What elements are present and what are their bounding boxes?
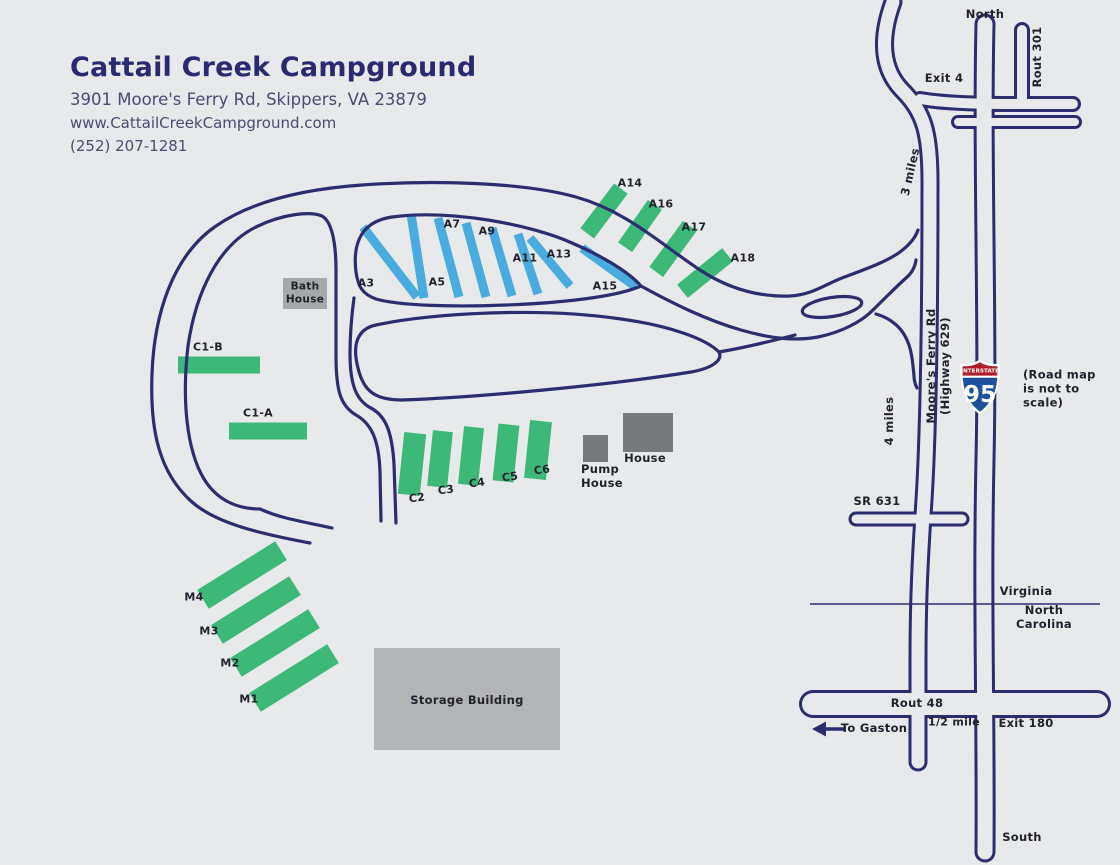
shield-interstate-text: INTERSTATE xyxy=(961,369,999,375)
label-exit-4: Exit 4 xyxy=(924,71,964,86)
label-to-gaston: To Gaston xyxy=(840,721,908,736)
label-m1: M1 xyxy=(239,692,259,706)
campsite-stripe-3 xyxy=(433,216,464,299)
shield-red-band xyxy=(962,362,998,376)
label-c3: C3 xyxy=(436,482,455,498)
campsite-c1-a xyxy=(229,422,307,440)
building-pump-house xyxy=(583,435,608,462)
label-house: House xyxy=(624,451,666,466)
label-pump-house: Pump House xyxy=(581,462,623,490)
interstate-95-shield: INTERSTATE 95 xyxy=(959,358,1001,420)
label-a15: A15 xyxy=(592,279,618,293)
label-sr-631: SR 631 xyxy=(853,494,901,509)
campsite-stripe-1 xyxy=(359,224,421,300)
label-c1-a: C1-A xyxy=(242,406,274,420)
label-m2: M2 xyxy=(220,656,240,670)
road-entrance-lower-edge xyxy=(639,258,918,341)
label-rout-301: Rout 301 xyxy=(1030,26,1045,88)
moores-ferry-rd-fill xyxy=(878,0,937,769)
label-road-map-is-not-to-scale: (Road map is not to scale) xyxy=(1023,367,1096,409)
label-south: South xyxy=(1002,830,1042,845)
label-c4: C4 xyxy=(467,475,486,491)
label-a9: A9 xyxy=(478,224,496,238)
label-1-2-mile: 1/2 mile xyxy=(927,715,981,729)
label-c2: C2 xyxy=(407,490,426,506)
label-c5: C5 xyxy=(500,469,519,485)
label-exit-180: Exit 180 xyxy=(998,716,1054,731)
label-c1-b: C1-B xyxy=(193,340,223,354)
label-4-miles: 4 miles xyxy=(882,396,897,446)
label-a18: A18 xyxy=(730,251,756,265)
left-arrow-icon xyxy=(812,721,846,737)
road-outer-loop xyxy=(150,180,920,545)
label-a14: A14 xyxy=(617,176,643,190)
entrance-island xyxy=(800,294,864,320)
shield-blue-body xyxy=(962,377,998,412)
label-storage-building: Storage Building xyxy=(410,693,524,708)
i95-fill xyxy=(976,16,994,860)
label-virginia: Virginia xyxy=(999,584,1053,599)
label-a7: A7 xyxy=(443,217,461,231)
road-inner-loop xyxy=(183,212,383,530)
label-a16: A16 xyxy=(648,197,674,211)
road-entrance-south-fillet xyxy=(874,312,919,390)
label-north-carolina: North Carolina xyxy=(1015,603,1072,631)
label-a13: A13 xyxy=(546,247,572,261)
label-m3: M3 xyxy=(199,624,219,638)
label-a3: A3 xyxy=(357,276,375,290)
building-house xyxy=(623,413,673,452)
campground-roads xyxy=(150,180,920,545)
phone-text: (252) 207-1281 xyxy=(70,137,188,155)
map-header: Cattail Creek Campground 3901 Moore's Fe… xyxy=(70,52,476,155)
label-rout-48: Rout 48 xyxy=(890,696,944,711)
road-bathhouse-right-edge xyxy=(348,296,398,525)
label-moore-s-ferry-rd-highway-629: Moore's Ferry Rd (Highway 629) xyxy=(924,308,952,424)
label-north: North xyxy=(965,7,1005,22)
website-text: www.CattailCreekCampground.com xyxy=(70,114,337,132)
road-b-loop-spur xyxy=(717,333,797,354)
shield-number-text: 95 xyxy=(964,380,997,408)
campsite-stripe-7 xyxy=(526,235,574,289)
a-loop-stripes xyxy=(359,213,639,300)
campsite-stripe-8 xyxy=(579,244,639,291)
address-text: 3901 Moore's Ferry Rd, Skippers, VA 2387… xyxy=(70,90,427,109)
label-c6: C6 xyxy=(532,462,551,478)
label-a5: A5 xyxy=(428,275,446,289)
label-3-miles: 3 miles xyxy=(897,146,923,198)
campsite-stripe-6 xyxy=(513,232,543,296)
label-a17: A17 xyxy=(681,220,707,234)
building-storage-building xyxy=(374,648,560,750)
campsite-stripe-4 xyxy=(461,221,491,299)
label-bath-house: Bath House xyxy=(285,280,325,305)
campsite-stripe-2 xyxy=(406,213,429,299)
campsite-stripe-5 xyxy=(487,226,517,298)
highway-road-fills xyxy=(802,0,1108,860)
campsite-c1-b xyxy=(178,356,260,374)
label-a11: A11 xyxy=(512,251,538,265)
label-m4: M4 xyxy=(184,590,204,604)
page-title: Cattail Creek Campground xyxy=(70,52,477,83)
building-bath-house xyxy=(283,278,327,309)
